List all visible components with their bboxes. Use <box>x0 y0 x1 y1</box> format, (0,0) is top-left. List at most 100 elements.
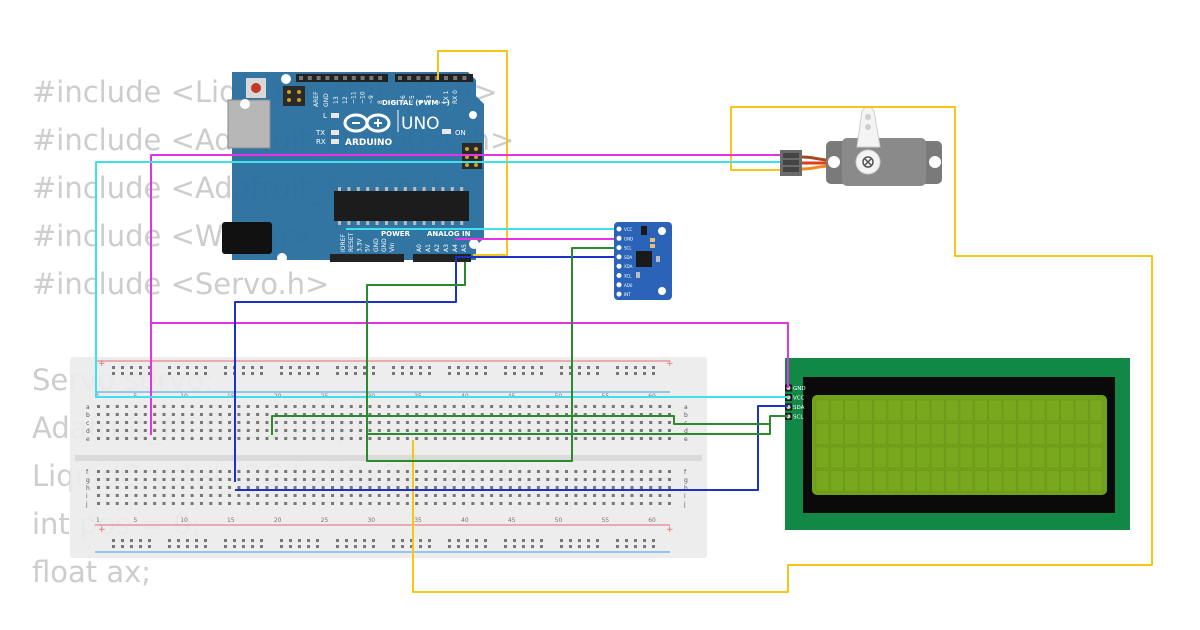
power-pin-label: GND <box>373 238 380 252</box>
rail-hole <box>298 366 301 369</box>
terminal-hole <box>527 502 531 505</box>
terminal-hole <box>97 437 100 440</box>
terminal-hole <box>115 470 119 473</box>
power-pin-label: RESET <box>348 232 355 252</box>
terminal-hole <box>312 421 316 424</box>
terminal-hole <box>452 494 456 497</box>
terminal-hole <box>490 413 494 416</box>
terminal-hole <box>125 421 129 424</box>
mpu-pin-label: XCL <box>624 274 632 279</box>
terminal-hole <box>583 429 587 432</box>
terminal-hole <box>181 470 185 473</box>
terminal-hole <box>321 470 325 473</box>
terminal-hole <box>658 437 662 440</box>
mount-hole <box>240 99 250 109</box>
terminal-hole <box>565 486 568 489</box>
rail-hole <box>578 366 581 369</box>
terminal-hole <box>621 405 625 408</box>
terminal-hole <box>181 486 185 489</box>
terminal-hole <box>424 405 428 408</box>
top-plus-label: + <box>98 359 106 369</box>
column-number: 10 <box>180 517 188 524</box>
rail-hole <box>484 539 487 542</box>
mpu-pin-label: GND <box>624 236 633 241</box>
digital-header-left <box>296 74 388 82</box>
mpu-mount-hole <box>658 227 666 235</box>
code-line: float ax; <box>32 555 152 589</box>
terminal-hole <box>97 429 100 432</box>
terminal-hole <box>190 437 194 440</box>
terminal-hole <box>527 470 531 473</box>
terminal-hole <box>153 478 157 481</box>
rail-hole <box>634 539 637 542</box>
terminal-hole <box>246 494 250 497</box>
mpu-pin-label: SDA <box>624 255 633 260</box>
terminal-hole <box>480 429 484 432</box>
terminal-hole <box>555 486 559 489</box>
terminal-hole <box>349 437 353 440</box>
terminal-hole <box>359 413 363 416</box>
terminal-hole <box>377 494 381 497</box>
terminal-hole <box>508 502 512 505</box>
terminal-hole <box>433 405 437 408</box>
terminal-hole <box>593 421 597 424</box>
rail-hole <box>112 545 115 548</box>
terminal-hole <box>621 470 625 473</box>
rail-hole <box>540 366 543 369</box>
terminal-hole <box>593 494 597 497</box>
row-label: i <box>86 493 88 500</box>
terminal-hole <box>639 405 643 408</box>
rail-hole <box>475 372 478 375</box>
mpu-chip <box>636 251 652 267</box>
digital-pin-label: 7 <box>392 100 399 104</box>
terminal-hole <box>602 486 606 489</box>
terminal-hole <box>228 429 232 432</box>
wire-green-sda <box>366 247 614 462</box>
terminal-hole <box>181 478 185 481</box>
terminal-hole <box>293 494 297 497</box>
row-label: h <box>684 485 688 492</box>
rail-hole <box>345 545 348 548</box>
terminal-hole <box>125 478 129 481</box>
terminal-hole <box>359 429 363 432</box>
terminal-hole <box>649 437 653 440</box>
terminal-hole <box>536 470 540 473</box>
power-pin-label: 3.3V <box>356 237 363 252</box>
terminal-hole <box>452 405 456 408</box>
terminal-hole <box>302 413 306 416</box>
power-jack <box>222 222 272 254</box>
rail-hole <box>168 372 171 375</box>
terminal-hole <box>583 478 587 481</box>
terminal-hole <box>368 502 372 505</box>
rail-hole <box>410 545 413 548</box>
terminal-hole <box>377 405 381 408</box>
terminal-hole <box>228 413 232 416</box>
wire-magenta-servo-gnd <box>150 154 780 435</box>
terminal-hole <box>462 413 466 416</box>
terminal-hole <box>134 413 138 416</box>
rail-hole <box>522 372 525 375</box>
terminal-hole <box>284 494 288 497</box>
rail-hole <box>504 539 507 542</box>
terminal-hole <box>387 405 391 408</box>
rail-hole <box>587 539 590 542</box>
rail-hole <box>280 366 283 369</box>
terminal-hole <box>630 429 634 432</box>
terminal-hole <box>284 478 288 481</box>
terminal-hole <box>134 478 138 481</box>
rail-hole <box>298 545 301 548</box>
terminal-hole <box>574 421 578 424</box>
terminal-hole <box>190 470 194 473</box>
terminal-hole <box>565 478 568 481</box>
terminal-hole <box>555 405 559 408</box>
rail-hole <box>336 366 339 369</box>
terminal-hole <box>583 470 587 473</box>
terminal-hole <box>471 502 475 505</box>
terminal-hole <box>508 470 512 473</box>
terminal-hole <box>134 405 138 408</box>
terminal-hole <box>115 413 119 416</box>
rail-hole <box>596 539 599 542</box>
terminal-hole <box>593 413 597 416</box>
terminal-hole <box>228 486 232 489</box>
